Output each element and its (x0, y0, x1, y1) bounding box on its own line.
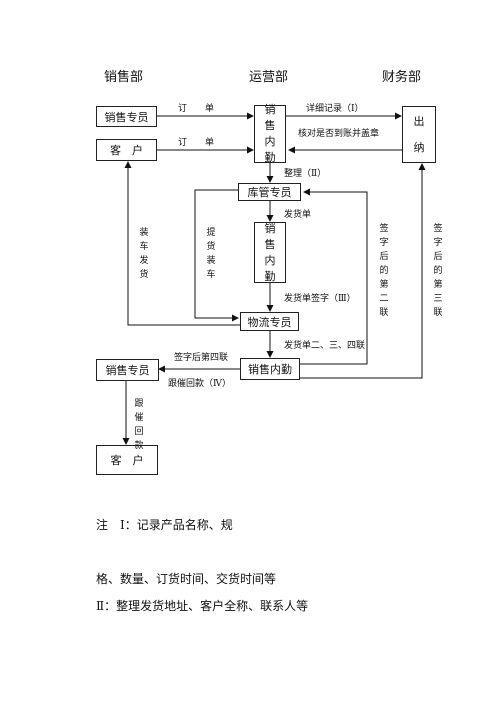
box-sales-internal-mid-label: 销售内勤 (264, 221, 276, 283)
arrow-third-copy (300, 163, 426, 379)
label-delivery-sign: 发货单签字（Ⅲ） (284, 294, 356, 304)
box-sales-rep-top: 销售专员 (96, 106, 157, 127)
box-sales-internal-bottom: 销售内勤 (240, 358, 300, 380)
dept-finance: 财务部 (382, 70, 422, 85)
box-warehouse: 库管专员 (238, 183, 301, 201)
box-customer-bottom: 客 户 (96, 445, 158, 475)
label-follow-payment: 跟催回款（Ⅳ） (168, 379, 231, 389)
label-follow-collect: 跟催回款 (134, 399, 144, 451)
label-sign-4th: 签字后第四联 (174, 353, 229, 363)
box-sales-internal-mid: 销售内勤 (254, 222, 286, 283)
label-load-ship: 装车发货 (139, 228, 149, 280)
note-line-1: 注 Ⅰ：记录产品名称、规 (96, 518, 233, 532)
label-organize: 整理（Ⅱ） (284, 169, 327, 179)
arrow-load-ship (124, 161, 240, 326)
box-customer-top: 客 户 (96, 139, 157, 161)
label-verify-seal: 核对是否到账并盖章 (298, 129, 380, 139)
box-cashier-label: 出纳 (413, 114, 425, 154)
box-cashier: 出纳 (402, 106, 436, 163)
label-sign-3: 签字后的第三联 (433, 224, 443, 318)
arrow-pickup (194, 189, 239, 322)
label-pickup-load: 提货装车 (206, 228, 216, 280)
arrow-second-copy (300, 188, 368, 365)
box-sales-internal-top: 销售内勤 (254, 103, 286, 164)
label-detail-record: 详细记录（Ⅰ） (306, 104, 364, 114)
label-delivery-234: 发货单二、三、四联 (284, 341, 366, 351)
box-sales-rep-bottom: 销售专员 (96, 359, 159, 381)
note-line-2: 格、数量、订货时间、交货时间等 (96, 572, 277, 586)
note-line-3: Ⅱ：整理发货地址、客户全称、联系人等 (96, 599, 309, 613)
label-order-2: 订 单 (178, 138, 215, 148)
box-logistics: 物流专员 (240, 312, 299, 331)
label-sign-23: 签字后的第二联 (379, 224, 389, 318)
label-order-1: 订 单 (178, 104, 215, 114)
dept-operations: 运营部 (249, 70, 289, 85)
dept-sales: 销售部 (104, 70, 144, 85)
label-delivery-note: 发货单 (284, 210, 312, 220)
box-sales-internal-top-label: 销售内勤 (264, 103, 276, 164)
